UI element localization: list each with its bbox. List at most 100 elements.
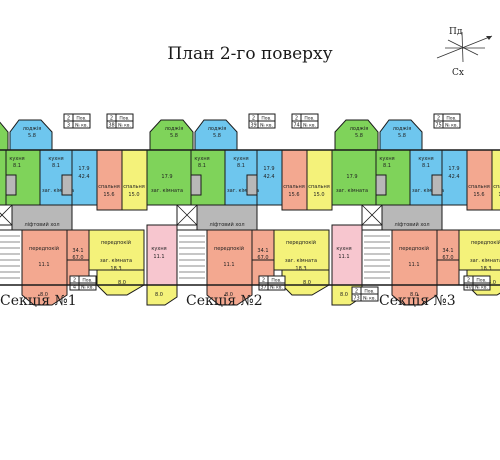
apartment-floor-value: 2: [110, 116, 113, 122]
plan-title: План 2-го поверху: [167, 44, 333, 64]
apartment-number-label: № кв.: [118, 123, 131, 129]
stair: [0, 229, 23, 286]
room-area: 8.0: [340, 292, 348, 298]
lift-hall: [11, 204, 73, 231]
living-room: [206, 229, 253, 286]
lift-hall: [196, 204, 258, 231]
apartment-number-label: № кв.: [475, 285, 488, 291]
stair-line: [0, 204, 13, 218]
bedroom: [281, 149, 308, 211]
room-label: спальня: [468, 184, 490, 190]
bedroom: [96, 149, 123, 211]
apartment-floor-value: 2: [355, 289, 358, 295]
room-area: 11.1: [223, 262, 234, 268]
room-label: заг. кімната: [151, 188, 183, 194]
room-label: лоджія: [165, 126, 184, 132]
room-label: передпокій: [286, 239, 316, 246]
apartment-number-label: № кв.: [445, 123, 458, 129]
apartment-floor-label: Пов.: [304, 116, 314, 122]
room-label: лоджія: [350, 126, 369, 132]
room-label: ліфтовий хол: [209, 221, 244, 228]
stair: [176, 229, 208, 286]
apartment-number-value: 74: [293, 123, 299, 129]
room-area: 17.9: [448, 166, 459, 172]
room-label: лоджія: [393, 126, 412, 132]
room-area: 34.1: [442, 248, 453, 254]
room-label: спальня: [123, 184, 145, 190]
room-label: заг. кімната: [227, 188, 259, 194]
compass-north-label: Пд: [449, 27, 463, 37]
room-area: 42.4: [448, 174, 459, 180]
room-area: 8.0: [40, 292, 48, 298]
living-room: [88, 229, 145, 271]
apartment-number-value: 4: [73, 285, 76, 291]
room-area: 8.1: [198, 163, 206, 169]
room-area: 18.3: [480, 266, 491, 272]
room-area: 18.3: [295, 266, 306, 272]
bedroom: [306, 149, 333, 211]
room-area: 34.1: [72, 248, 83, 254]
bathroom: [375, 174, 387, 196]
bedroom: [466, 149, 493, 211]
apartment-floor-value: 2: [73, 278, 76, 284]
apartment-tag-number-label: [472, 282, 491, 291]
living-room: [458, 229, 500, 271]
room-label: ліфтовий хол: [24, 221, 59, 228]
apartment-floor-label: Пов.: [446, 116, 456, 122]
apartment-number-value: 40: [465, 285, 471, 291]
room-label: передпокій: [399, 245, 429, 252]
apartment-tag-number-label: [257, 120, 276, 129]
room-area: 5.8: [213, 133, 221, 139]
apartment-number-label: № кв.: [75, 123, 88, 129]
apartment-number-value: 37: [260, 285, 266, 291]
room-label: спальня: [98, 184, 120, 190]
room-label: кухня: [233, 156, 248, 162]
apartment-floor-value: 2: [437, 116, 440, 122]
room-label: лоджія: [23, 126, 42, 132]
room-label: кухня: [194, 156, 209, 162]
room-area: 42.4: [78, 174, 89, 180]
room-label: заг. кімната: [285, 258, 317, 264]
apartment-number-value: 75: [435, 123, 441, 129]
room-label: заг. кімната: [412, 188, 444, 194]
living-room: [391, 229, 438, 286]
apartment-number-label: № кв.: [303, 123, 316, 129]
apartment-floor-label: Пов.: [76, 116, 86, 122]
stair: [361, 229, 393, 286]
room-label: передпокій: [214, 245, 244, 252]
room-label: заг. кімната: [100, 258, 132, 264]
apartment-floor-value: 2: [252, 116, 255, 122]
apartment-tag-number-label: [360, 293, 379, 302]
room-area: 8.0: [488, 280, 496, 286]
room-area: 5.8: [170, 133, 178, 139]
room-label: заг. кімната: [42, 188, 74, 194]
apartment-tag-number-label: [300, 120, 319, 129]
room-area: 15.6: [288, 192, 299, 198]
apartment-floor-value: 2: [467, 278, 470, 284]
apartment-floor-label: Пов.: [119, 116, 129, 122]
room-area: 8.0: [118, 280, 126, 286]
compass-east-label: Сх: [452, 68, 464, 78]
room-label: спальня: [308, 184, 330, 190]
room-area: 8.1: [52, 163, 60, 169]
room-area: 8.1: [13, 163, 21, 169]
bedroom: [491, 149, 500, 211]
room-label: ліфтовий хол: [394, 221, 429, 228]
room-area: 18.3: [110, 266, 121, 272]
apartment-number-value: 38: [108, 123, 114, 129]
room-label: кухня: [151, 246, 166, 252]
living-room: [273, 229, 330, 271]
room-area: 11.1: [38, 262, 49, 268]
room-label: передпокій: [29, 245, 59, 252]
room-area: 8.1: [422, 163, 430, 169]
room-area: 5.8: [28, 133, 36, 139]
apartment-number-value: 73: [353, 296, 359, 302]
lift-hall: [381, 204, 443, 231]
room-area: 11.1: [153, 254, 164, 260]
apartment-number-label: № кв.: [270, 285, 283, 291]
room-label: кухня: [379, 156, 394, 162]
apartment-floor-label: Пов.: [261, 116, 271, 122]
